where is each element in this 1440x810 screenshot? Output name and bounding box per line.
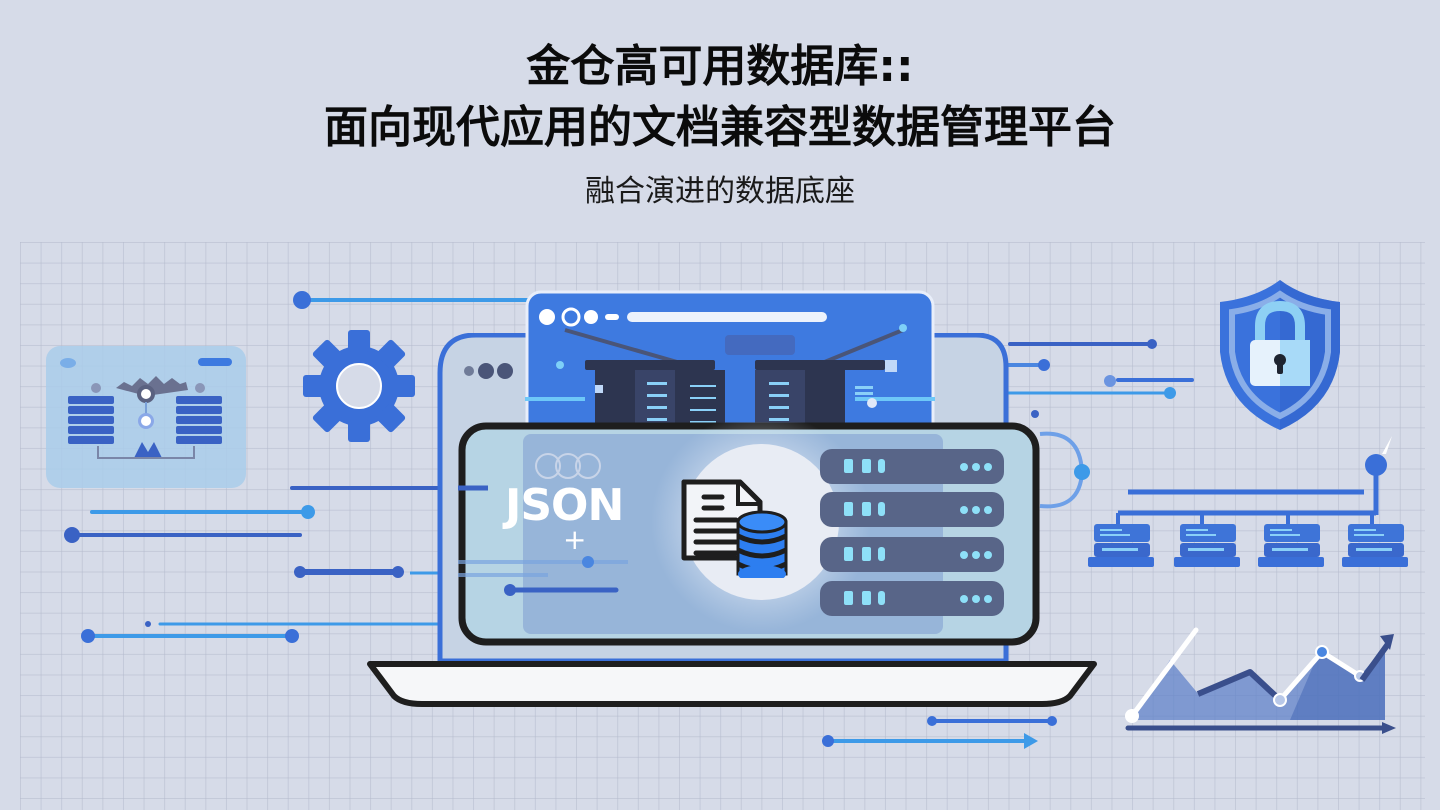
json-label: JSON	[505, 480, 624, 531]
laptop-icon	[366, 660, 1098, 710]
browser-server-rack-icon	[525, 290, 935, 450]
plus-label: +	[563, 523, 587, 556]
page-subtitle: 融合演进的数据底座	[585, 174, 855, 209]
page-title-line-2: 面向现代应用的文档兼容型数据管理平台	[324, 102, 1116, 153]
gear-icon	[300, 330, 418, 442]
title-block: 金仓高可用数据库:: 面向现代应用的文档兼容型数据管理平台 融合演进的数据底座	[0, 38, 1440, 210]
server-rack-list-icon	[820, 449, 1006, 617]
cluster-replication-icon	[46, 346, 246, 488]
page-title-line-1: 金仓高可用数据库::	[526, 41, 914, 92]
growth-chart-icon	[1110, 620, 1400, 736]
distributed-nodes-icon	[1070, 430, 1410, 570]
shield-lock-icon	[1214, 276, 1346, 434]
document-database-icon	[680, 478, 792, 578]
connector-arc	[1039, 431, 1090, 509]
